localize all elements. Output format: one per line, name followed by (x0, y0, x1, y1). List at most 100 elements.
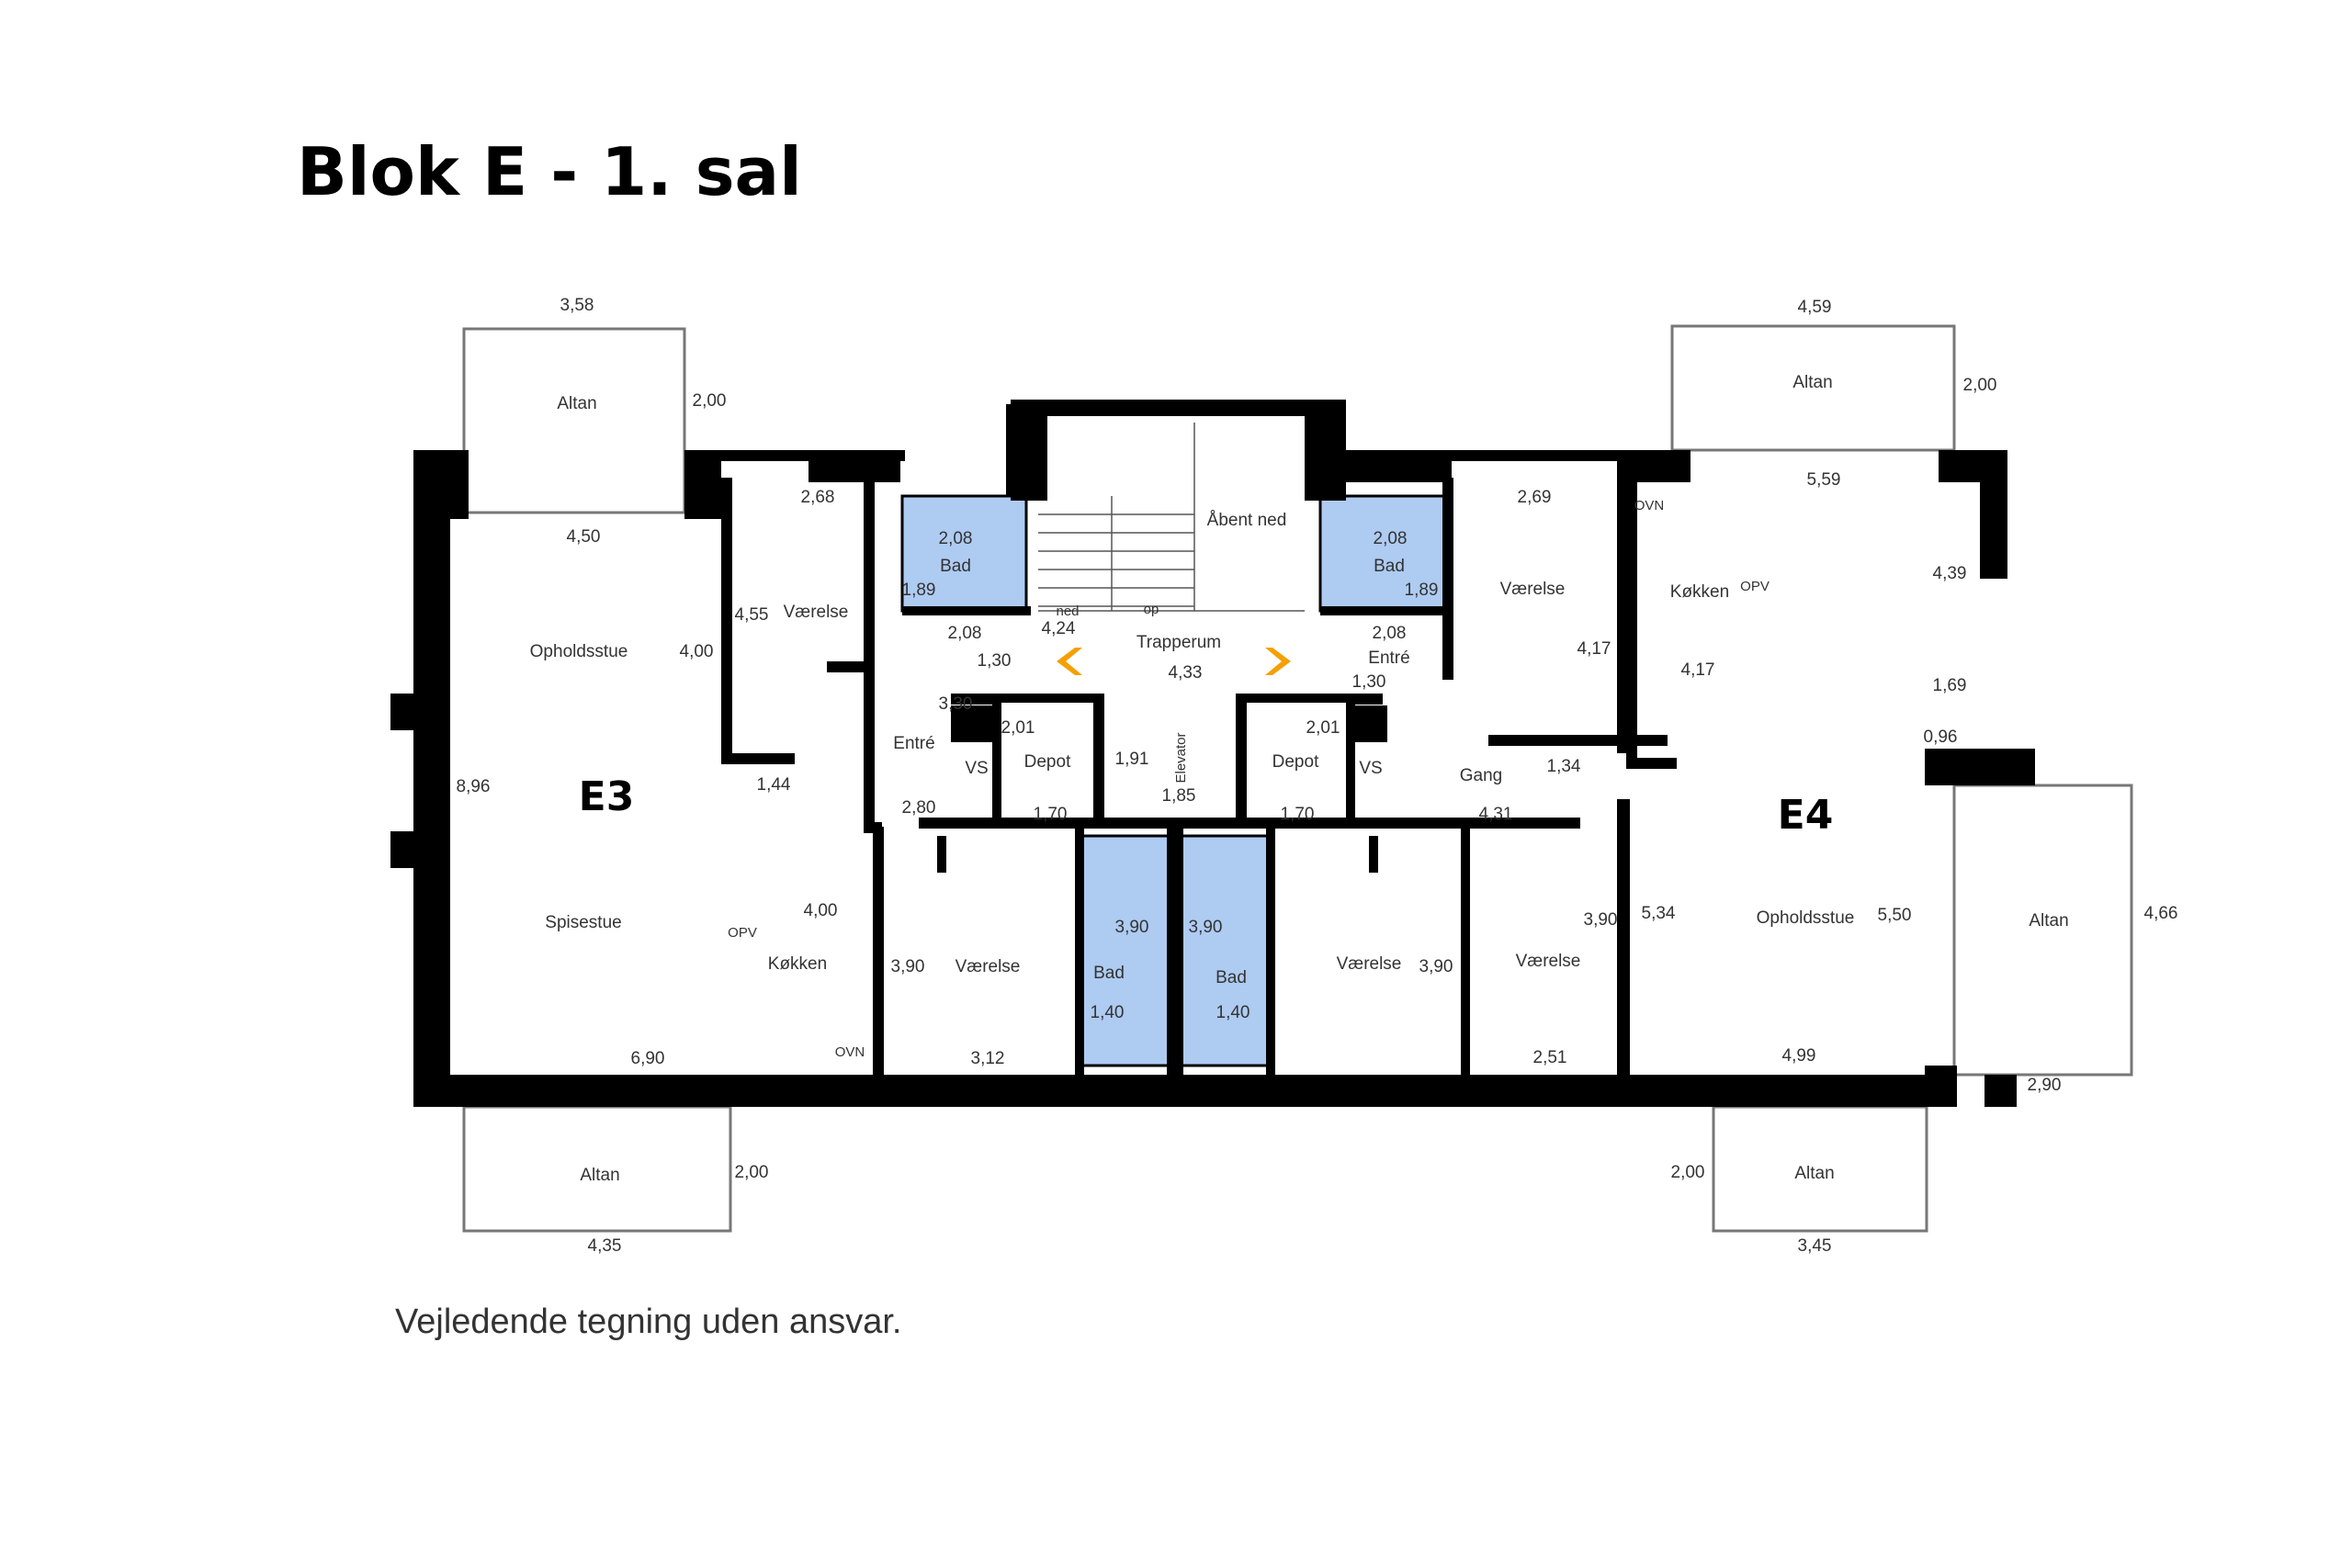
svg-text:6,90: 6,90 (631, 1049, 665, 1068)
label-altan: Altan (1792, 373, 1832, 392)
svg-text:3,12: 3,12 (971, 1049, 1005, 1068)
bathroom-e3-bottom (1080, 834, 1171, 1067)
label-vs: VS (965, 759, 988, 778)
svg-text:2,90: 2,90 (2028, 1076, 2062, 1095)
svg-text:2,80: 2,80 (902, 798, 936, 818)
svg-text:5,59: 5,59 (1807, 470, 1841, 490)
label-altan: Altan (2029, 911, 2068, 931)
label-opholdsstue: Opholdsstue (1757, 908, 1855, 928)
bathroom-e4-bottom (1179, 834, 1270, 1067)
svg-text:2,00: 2,00 (693, 391, 727, 411)
svg-text:4,00: 4,00 (680, 642, 714, 661)
svg-text:1,89: 1,89 (1405, 581, 1439, 600)
dimensions: 3,58 2,00 4,50 4,00 8,96 6,90 2,00 4,35 … (457, 296, 2178, 1256)
label-spisestue: Spisestue (545, 913, 621, 932)
stairs (1038, 423, 1305, 612)
label-altan: Altan (1794, 1164, 1834, 1183)
svg-text:4,17: 4,17 (1681, 660, 1715, 680)
svg-text:1,40: 1,40 (1091, 1003, 1125, 1022)
label-vaerelse: Værelse (1500, 580, 1566, 599)
label-entre: Entré (893, 734, 934, 753)
label-entre: Entré (1368, 649, 1409, 668)
label-gang: Gang (1460, 766, 1502, 785)
label-bad: Bad (940, 557, 971, 576)
svg-text:4,33: 4,33 (1169, 663, 1203, 682)
svg-text:3,45: 3,45 (1798, 1236, 1832, 1256)
svg-text:4,66: 4,66 (2144, 904, 2178, 923)
svg-text:1,89: 1,89 (902, 581, 936, 600)
svg-text:4,24: 4,24 (1042, 619, 1076, 638)
label-trapperum: Trapperum (1136, 633, 1221, 652)
arrow-left-icon (1057, 648, 1082, 675)
disclaimer: Vejledende tegning uden ansvar. (395, 1303, 902, 1341)
svg-text:1,40: 1,40 (1216, 1003, 1250, 1022)
label-altan: Altan (580, 1166, 619, 1185)
bathrooms (900, 494, 1446, 1067)
svg-text:2,08: 2,08 (948, 624, 982, 643)
svg-text:5,50: 5,50 (1878, 906, 1912, 925)
labels: Altan Opholdsstue Spisestue Værelse Entr… (530, 373, 2069, 1185)
unit-label-e4: E4 (1778, 792, 1834, 839)
svg-text:3,90: 3,90 (1189, 918, 1223, 937)
svg-text:2,68: 2,68 (801, 488, 835, 507)
label-ned: ned (1056, 604, 1079, 619)
svg-text:2,51: 2,51 (1533, 1048, 1567, 1067)
svg-text:2,69: 2,69 (1518, 488, 1552, 507)
svg-text:1,70: 1,70 (1281, 805, 1315, 824)
svg-text:3,30: 3,30 (939, 694, 973, 714)
label-vs: VS (1359, 759, 1382, 778)
label-altan: Altan (557, 394, 596, 413)
svg-text:4,39: 4,39 (1933, 564, 1967, 583)
svg-text:4,55: 4,55 (735, 605, 769, 625)
label-aabent-ned: Åbent ned (1207, 511, 1287, 530)
label-bad: Bad (1374, 557, 1405, 576)
label-ovn: OVN (835, 1044, 865, 1060)
svg-text:4,99: 4,99 (1782, 1046, 1816, 1066)
label-opholdsstue: Opholdsstue (530, 642, 628, 661)
svg-text:3,58: 3,58 (560, 296, 594, 315)
svg-text:2,08: 2,08 (939, 529, 973, 548)
svg-text:1,30: 1,30 (1352, 672, 1386, 692)
svg-text:2,08: 2,08 (1374, 529, 1408, 548)
stair-arrows (1057, 648, 1291, 675)
label-vaerelse: Værelse (956, 957, 1021, 976)
unit-label-e3: E3 (579, 773, 635, 820)
label-elevator: Elevator (1173, 732, 1189, 783)
svg-text:1,30: 1,30 (978, 651, 1012, 671)
label-op: op (1144, 602, 1159, 617)
svg-text:1,69: 1,69 (1933, 676, 1967, 695)
label-opv: OPV (1740, 579, 1770, 594)
label-depot: Depot (1024, 752, 1071, 772)
arrow-right-icon (1265, 648, 1291, 675)
label-bad: Bad (1216, 968, 1247, 987)
label-koekken: Køkken (1670, 582, 1729, 602)
svg-text:5,34: 5,34 (1642, 904, 1676, 923)
svg-text:8,96: 8,96 (457, 777, 491, 796)
label-vaerelse: Værelse (784, 603, 849, 622)
svg-text:3,90: 3,90 (891, 957, 925, 976)
svg-text:4,31: 4,31 (1479, 805, 1513, 824)
label-opv: OPV (728, 925, 757, 941)
svg-text:4,35: 4,35 (588, 1236, 622, 1256)
svg-text:4,50: 4,50 (567, 527, 601, 547)
balcony-e4-right (1952, 784, 2133, 1077)
svg-text:4,17: 4,17 (1577, 639, 1611, 659)
svg-text:3,90: 3,90 (1584, 910, 1618, 930)
svg-text:3,90: 3,90 (1419, 957, 1453, 976)
svg-text:2,00: 2,00 (1671, 1163, 1705, 1182)
svg-text:4,59: 4,59 (1798, 298, 1832, 317)
svg-text:1,85: 1,85 (1162, 786, 1196, 806)
balcony-e4-top (1670, 324, 1956, 452)
svg-text:1,70: 1,70 (1034, 805, 1068, 824)
svg-text:4,00: 4,00 (804, 901, 838, 920)
balcony-e3-top (462, 327, 686, 514)
svg-text:2,00: 2,00 (735, 1163, 769, 1182)
svg-text:3,90: 3,90 (1115, 918, 1149, 937)
label-vaerelse: Værelse (1337, 954, 1402, 974)
svg-text:2,08: 2,08 (1373, 624, 1407, 643)
svg-text:2,01: 2,01 (1001, 718, 1035, 738)
label-bad: Bad (1093, 964, 1125, 983)
page-title: Blok E - 1. sal (297, 133, 802, 210)
svg-text:1,91: 1,91 (1115, 750, 1149, 769)
